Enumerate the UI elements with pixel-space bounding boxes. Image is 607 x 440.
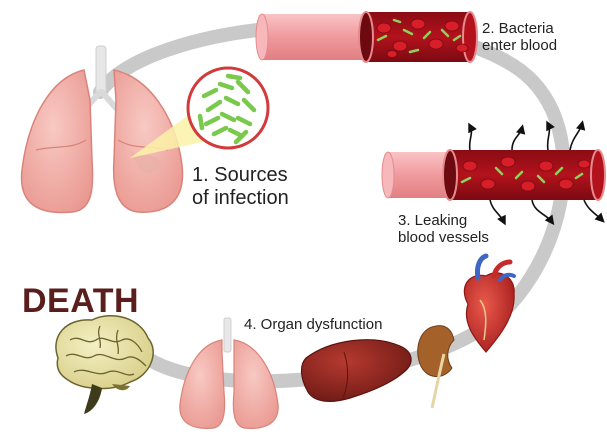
- label-sources-line-2: of infection: [192, 187, 289, 210]
- lungs-icon: [22, 46, 183, 213]
- label-sources-of-infection: 1. Sources of infection: [192, 164, 289, 210]
- label-leaking-line-1: 3. Leaking: [398, 212, 489, 229]
- kidney-icon: [418, 326, 454, 408]
- label-leaking-blood-vessels: 3. Leaking blood vessels: [398, 212, 489, 247]
- label-leaking-line-2: blood vessels: [398, 229, 489, 246]
- leaking-vessel-icon: [382, 124, 605, 222]
- label-bacteria-line-2: enter blood: [482, 37, 557, 54]
- blood-vessel-icon: [256, 12, 477, 62]
- label-bacteria-enter-blood: 2. Bacteria enter blood: [482, 20, 557, 55]
- label-bacteria-line-1: 2. Bacteria: [482, 20, 557, 37]
- label-sources-line-1: 1. Sources: [192, 164, 289, 187]
- label-organ-dysfunction: 4. Organ dysfunction: [244, 316, 382, 333]
- liver-icon: [302, 340, 412, 402]
- brain-icon: [56, 316, 153, 414]
- label-death: DEATH: [22, 282, 139, 321]
